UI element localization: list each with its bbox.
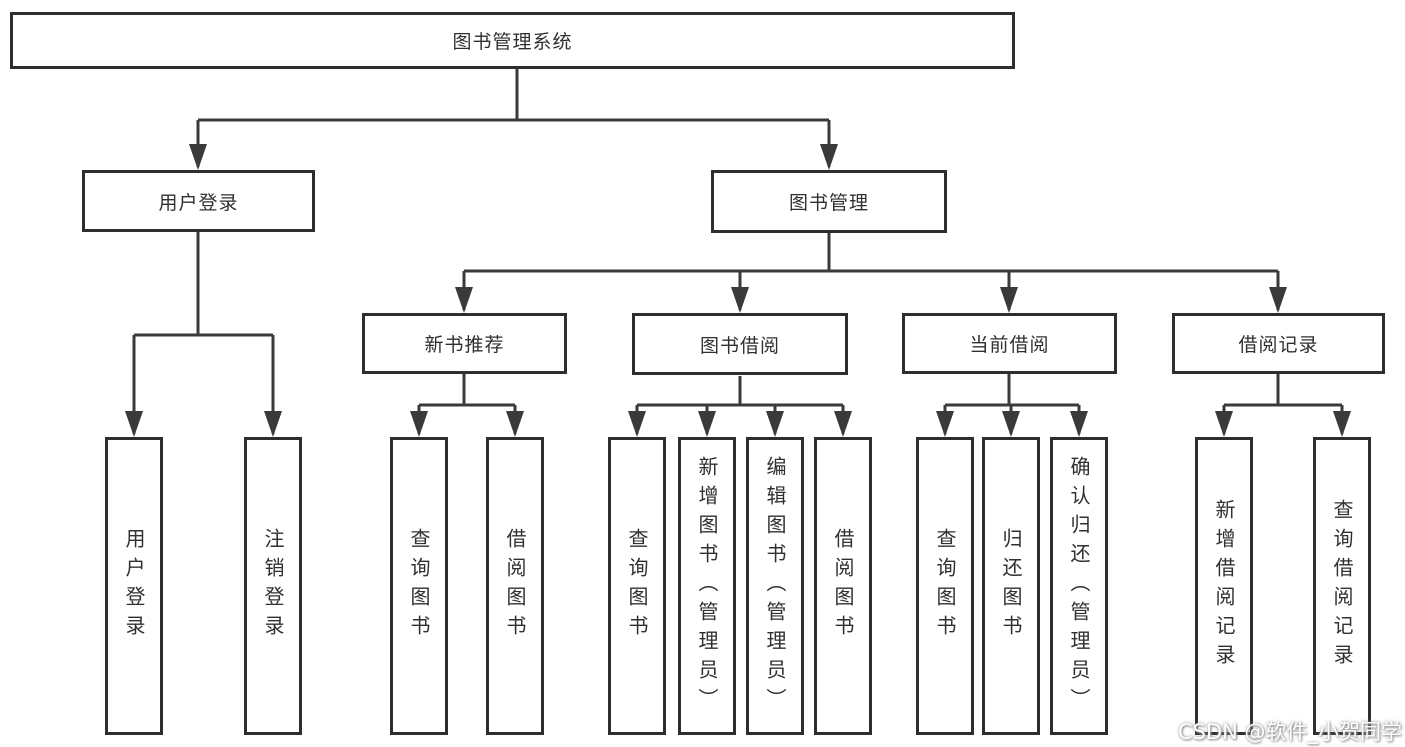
arrow-down-icon bbox=[264, 411, 282, 437]
arrow-down-icon bbox=[820, 144, 838, 170]
arrow-down-icon bbox=[834, 411, 852, 437]
arrow-down-icon bbox=[1269, 287, 1287, 313]
node-leaf-br-add-record: 新增借阅记录 bbox=[1195, 437, 1253, 735]
node-user-login-group: 用户登录 bbox=[82, 170, 315, 232]
arrow-down-icon bbox=[125, 411, 143, 437]
node-current-borrowing: 当前借阅 bbox=[902, 313, 1117, 374]
watermark: CSDN @软件_小贺同学 bbox=[1178, 720, 1403, 744]
node-leaf-rec-query-books: 查询图书 bbox=[390, 437, 448, 735]
node-leaf-logout: 注销登录 bbox=[244, 437, 302, 735]
arrow-down-icon bbox=[410, 411, 428, 437]
node-leaf-bb-add-books-admin: 新增图书（管理员） bbox=[678, 437, 736, 735]
arrow-down-icon bbox=[628, 411, 646, 437]
node-borrowing-records: 借阅记录 bbox=[1172, 313, 1385, 374]
node-leaf-user-login: 用户登录 bbox=[105, 437, 163, 735]
arrow-down-icon bbox=[506, 411, 524, 437]
node-leaf-cb-confirm-return-admin: 确认归还（管理员） bbox=[1050, 437, 1108, 735]
arrow-down-icon bbox=[698, 411, 716, 437]
arrow-down-icon bbox=[936, 411, 954, 437]
arrow-down-icon bbox=[455, 287, 473, 313]
node-leaf-bb-borrow-books: 借阅图书 bbox=[814, 437, 872, 735]
arrow-down-icon bbox=[731, 287, 749, 313]
node-leaf-cb-return-books: 归还图书 bbox=[982, 437, 1040, 735]
arrow-down-icon bbox=[766, 411, 784, 437]
arrow-down-icon bbox=[1070, 411, 1088, 437]
node-leaf-bb-edit-books-admin: 编辑图书（管理员） bbox=[746, 437, 804, 735]
node-leaf-rec-borrow-books: 借阅图书 bbox=[486, 437, 544, 735]
node-book-borrowing: 图书借阅 bbox=[632, 313, 848, 375]
arrowheads bbox=[125, 144, 1351, 437]
node-book-management-group: 图书管理 bbox=[711, 170, 947, 233]
arrow-down-icon bbox=[1333, 411, 1351, 437]
arrow-down-icon bbox=[1215, 411, 1233, 437]
node-root-library-management-system: 图书管理系统 bbox=[10, 12, 1015, 69]
node-new-book-recommendation: 新书推荐 bbox=[362, 313, 567, 374]
arrow-down-icon bbox=[1000, 287, 1018, 313]
arrow-down-icon bbox=[1002, 411, 1020, 437]
tree-connector-lines bbox=[132, 69, 1344, 434]
node-leaf-cb-query-books: 查询图书 bbox=[916, 437, 974, 735]
node-leaf-bb-query-books: 查询图书 bbox=[608, 437, 666, 735]
arrow-down-icon bbox=[189, 144, 207, 170]
node-leaf-br-query-record: 查询借阅记录 bbox=[1313, 437, 1371, 735]
